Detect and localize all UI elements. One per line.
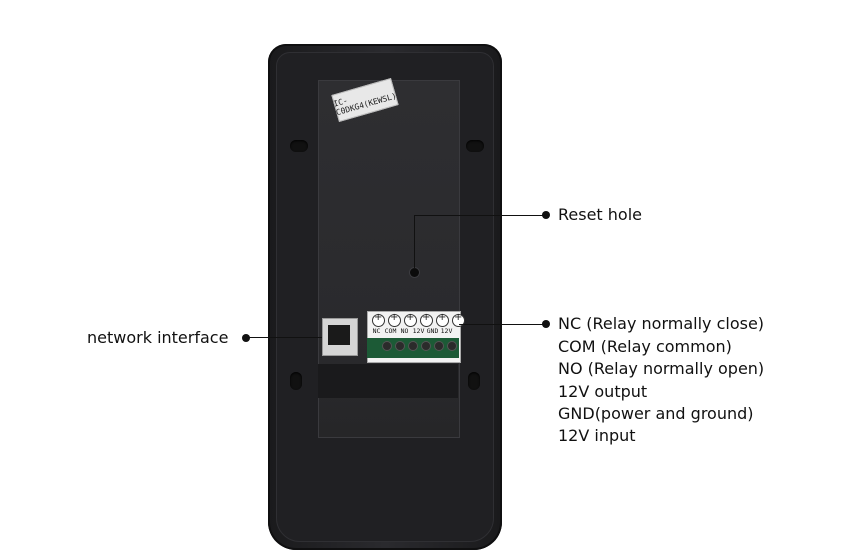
- relay-label-12v-out: 12V output: [558, 382, 648, 401]
- terminal-screw: [452, 312, 465, 327]
- reset-leader-horizontal: [414, 215, 544, 216]
- network-interface-label: network interface: [87, 328, 229, 347]
- terminal-screw: [372, 312, 385, 327]
- mount-slot-top-left: [290, 140, 308, 152]
- pin-label: GND: [426, 327, 439, 335]
- pin-label: 12V: [440, 327, 453, 335]
- terminal-leds: [383, 342, 456, 350]
- terminal-screws: [372, 312, 465, 327]
- led: [435, 342, 443, 350]
- network-port: [322, 318, 358, 356]
- reset-callout-dot: [542, 211, 550, 219]
- pin-label: COM: [384, 327, 397, 335]
- terminal-screw: [404, 312, 417, 327]
- network-leader: [246, 337, 322, 338]
- relay-label-gnd: GND(power and ground): [558, 404, 754, 423]
- relay-leader: [459, 324, 544, 325]
- reset-hole: [410, 268, 419, 277]
- led: [422, 342, 430, 350]
- relay-label-12v-in: 12V input: [558, 426, 636, 445]
- led: [409, 342, 417, 350]
- pin-label: NC: [372, 327, 381, 335]
- relay-label-com: COM (Relay common): [558, 337, 732, 356]
- relay-callout-dot: [542, 320, 550, 328]
- mount-slot-top-right: [466, 140, 484, 152]
- reset-hole-label: Reset hole: [558, 205, 642, 224]
- terminal-screw: [388, 312, 401, 327]
- mount-slot-bottom-right: [468, 372, 480, 390]
- terminal-screw: [436, 312, 449, 327]
- terminal-screw: [420, 312, 433, 327]
- relay-label-nc: NC (Relay normally close): [558, 314, 765, 333]
- pin-label: 12V: [412, 327, 425, 335]
- pin-label: NO: [400, 327, 409, 335]
- led: [448, 342, 456, 350]
- relay-label-no: NO (Relay normally open): [558, 359, 765, 378]
- led: [396, 342, 404, 350]
- reset-leader-vertical: [414, 215, 415, 269]
- led: [383, 342, 391, 350]
- mount-slot-bottom-left: [290, 372, 302, 390]
- lower-cavity: [318, 364, 458, 398]
- network-callout-dot: [242, 334, 250, 342]
- terminal-pin-labels: NC COM NO 12V GND 12V: [370, 327, 453, 335]
